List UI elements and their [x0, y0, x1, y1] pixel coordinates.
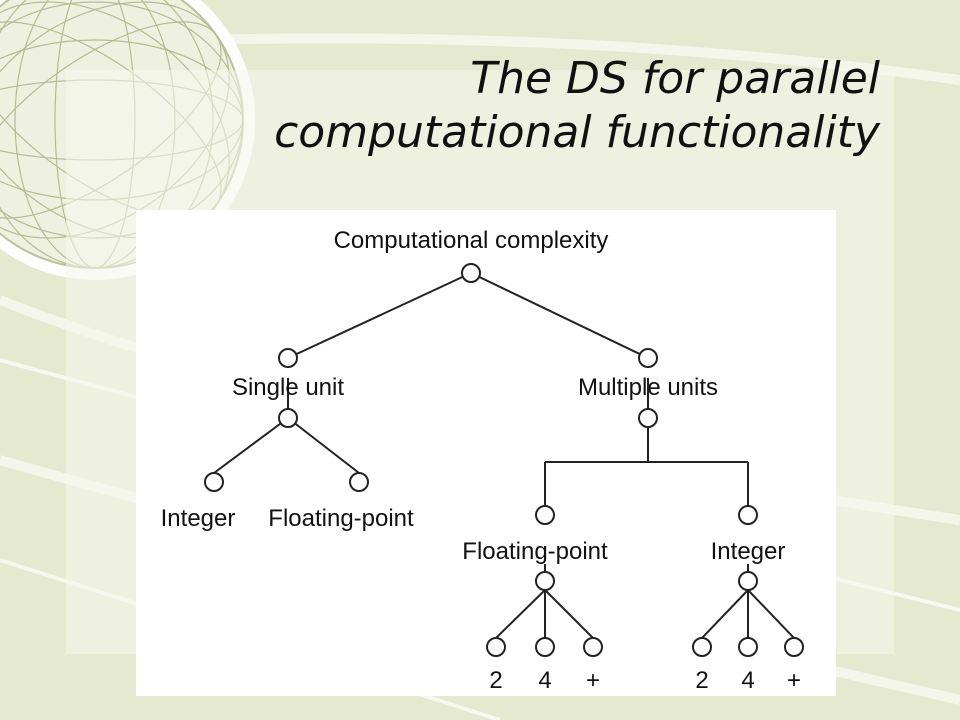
edge-root-single: [287, 272, 472, 359]
edge-fp-leaf-2: [495, 589, 546, 639]
node-multiple-units: [638, 348, 658, 368]
node-int-leaf-plus: [784, 637, 804, 657]
edge-root-multiple: [470, 272, 649, 359]
label-int-leaf-2: 2: [695, 667, 708, 694]
node-fp-leaf-2: [486, 637, 506, 657]
edge-single-integer: [213, 417, 289, 474]
node-multi-integer: [738, 505, 758, 525]
label-multiple-units: Multiple units: [578, 374, 718, 401]
node-int-leaf-2: [692, 637, 712, 657]
label-multi-integer: Integer: [711, 538, 786, 565]
label-fp-leaf-2: 2: [489, 667, 502, 694]
node-fp-leaf-plus: [583, 637, 603, 657]
label-single-unit: Single unit: [232, 374, 344, 401]
edge-single-floating: [287, 417, 360, 474]
tree-diagram-panel: Computational complexity Single unit Mul…: [136, 210, 836, 696]
label-int-leaf-4: 4: [741, 667, 754, 694]
edge-int-leaf-2: [701, 589, 749, 639]
title-line-1: The DS for parallel: [470, 53, 880, 104]
label-int-leaf-plus: +: [787, 667, 801, 694]
node-int-sub: [738, 571, 758, 591]
label-single-floating-point: Floating-point: [268, 505, 414, 532]
node-root: [461, 263, 481, 283]
node-single-unit: [278, 348, 298, 368]
tree-diagram: Computational complexity Single unit Mul…: [161, 227, 804, 694]
node-fp-sub: [535, 571, 555, 591]
edge-int-leaf-plus: [747, 589, 795, 639]
edge-fp-leaf-plus: [544, 589, 594, 639]
label-fp-leaf-plus: +: [586, 667, 600, 694]
node-single-integer: [204, 472, 224, 492]
node-multi-floating: [535, 505, 555, 525]
label-root: Computational complexity: [334, 227, 609, 254]
label-single-integer: Integer: [161, 505, 236, 532]
node-multiple-sub: [638, 408, 658, 428]
node-single-floating: [349, 472, 369, 492]
title-line-2: computational functionality: [274, 107, 880, 158]
slide-title: The DS for parallel computational functi…: [60, 52, 880, 160]
node-fp-leaf-4: [535, 637, 555, 657]
node-single-sub: [278, 408, 298, 428]
label-fp-leaf-4: 4: [538, 667, 551, 694]
node-int-leaf-4: [738, 637, 758, 657]
label-multi-floating-point: Floating-point: [462, 538, 608, 565]
